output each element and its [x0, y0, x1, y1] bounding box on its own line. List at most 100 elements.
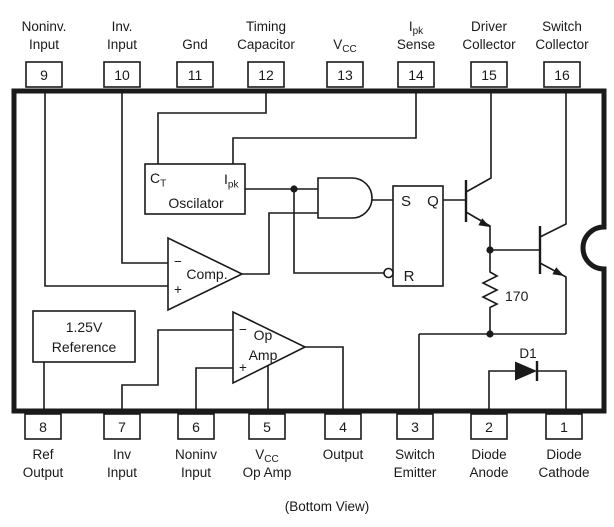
reference-line2: Reference [52, 339, 117, 355]
pin-label-ipk: Ipk [409, 19, 424, 37]
pin-label-line1: Driver [471, 19, 508, 34]
pin-box [545, 413, 583, 440]
pin-bottom-1: 1 Diode Cathode [538, 413, 590, 480]
latch-s-label: S [401, 193, 411, 210]
pin-top-16: 16 Switch Collector [535, 19, 589, 88]
pin-label-line2: Input [29, 37, 59, 52]
pin-number: 15 [481, 67, 497, 83]
wire-pin12-osc-ct [157, 93, 267, 164]
wire-opamp-inv-pin7 [121, 329, 233, 409]
pin-label-line1: Noninv [175, 447, 217, 462]
pin-number: 8 [39, 419, 47, 435]
pin-number: 9 [40, 67, 48, 83]
pin-label-line1: Inv. [112, 19, 133, 34]
pin-box [248, 413, 286, 440]
pin-label-line2: Sense [397, 37, 435, 52]
pin-top-11: 11 Gnd [176, 37, 214, 88]
driver-emitter-arrow [478, 218, 490, 227]
pin-number: 16 [554, 67, 570, 83]
wire-pin14-osc-ipk [232, 93, 417, 164]
junction-dot-resistor-rail [486, 330, 494, 338]
pin-number: 14 [408, 67, 424, 83]
pin-top-12: 12 Timing Capacitor [237, 19, 295, 88]
pin-label-line2: Capacitor [237, 37, 295, 52]
pin-number: 3 [411, 419, 419, 435]
op-amp-plus: + [239, 360, 247, 375]
wire-opamp-output-pin4 [305, 346, 344, 409]
pin-label-line2: Op Amp [243, 465, 292, 480]
pin-label-line2: Input [107, 37, 137, 52]
comparator-minus: − [174, 254, 182, 269]
op-amp-name-line2: Amp [249, 347, 278, 363]
op-amp-triangle [232, 310, 307, 385]
reference-block: 1.25V Reference [32, 310, 136, 363]
pin-box [176, 61, 214, 88]
pin-label-vcc: VCC [255, 447, 278, 465]
pin-bottom-4: 4 Output [323, 413, 364, 462]
pin-number: 11 [188, 67, 203, 83]
wire-pin15-driver-collector [465, 93, 492, 193]
diode-triangle [515, 361, 537, 381]
pin-label-line2: Emitter [394, 465, 437, 480]
and-gate [317, 177, 373, 219]
pin-box [25, 61, 63, 88]
pin-label-line1: Inv [113, 447, 131, 462]
wire-comp-and-input [242, 212, 318, 275]
pin-top-9: 9 Noninv. Input [22, 19, 67, 88]
sr-latch-block: S Q R [383, 185, 444, 287]
wire-pin9-comp-noninv [44, 93, 168, 287]
pin-number: 12 [258, 67, 274, 83]
comparator-plus: + [174, 282, 182, 297]
latch-q-label: Q [427, 193, 439, 210]
pin-label-line1: Noninv. [22, 19, 67, 34]
wire-switch-emitter [539, 262, 567, 334]
pin-label-line1: Diode [471, 447, 506, 462]
pin-number: 7 [118, 419, 126, 435]
pin-box [247, 61, 285, 88]
wire-opamp-noninv-pin6 [195, 367, 233, 409]
pin-label-line1: Switch [542, 19, 582, 34]
wire-pin16-switch-collector [539, 93, 567, 238]
resistor-zigzag [481, 250, 499, 334]
pin-label-line2: Input [107, 465, 137, 480]
pin-box [396, 413, 434, 440]
latch-box [392, 185, 444, 287]
pin-box [24, 413, 62, 440]
oscillator-block: CT Ipk Oscilator [144, 163, 246, 215]
pin-bottom-5: 5 VCC Op Amp [243, 413, 292, 480]
pin-label-line2: Output [23, 465, 64, 480]
comparator-triangle [167, 236, 244, 312]
wire-pin10-comp-inv [121, 93, 168, 264]
pin-label-line2: Gnd [182, 37, 208, 52]
comparator-block: − Comp. + [167, 236, 244, 312]
pin-label-line2: Anode [469, 465, 508, 480]
pin-number: 1 [560, 419, 568, 435]
resistor-value: 170 [505, 288, 529, 304]
pin-label-line1: Switch [395, 447, 435, 462]
latch-reset-bubble [383, 267, 394, 279]
pin-label-line2: Input [181, 465, 211, 480]
pin-label-line1: Diode [546, 447, 581, 462]
pin-label-line2: Collector [462, 37, 516, 52]
pin-number: 6 [192, 419, 200, 435]
pin-number: 2 [485, 419, 493, 435]
pin-bottom-7: 7 Inv Input [103, 413, 141, 480]
reference-box [32, 310, 136, 363]
wire-osc-latch-reset [293, 189, 384, 274]
pin-box [326, 61, 364, 88]
pin-label-line1: Output [323, 447, 364, 462]
pin-top-14: 14 Ipk Sense [397, 19, 435, 88]
pin-number: 10 [114, 67, 130, 83]
pin-box [324, 413, 362, 440]
op-amp-minus: − [239, 322, 247, 337]
switch-emitter-arrow [552, 267, 564, 276]
pin-number: 13 [337, 67, 353, 83]
latch-r-label: R [404, 268, 415, 285]
wire-driver-emitter [465, 211, 491, 250]
wire-diode-pin1-cathode [537, 370, 567, 409]
pin-label-line1: Timing [246, 19, 286, 34]
pin-label-line1: Ref [32, 447, 53, 462]
junction-dot-driver-emitter [486, 246, 494, 254]
